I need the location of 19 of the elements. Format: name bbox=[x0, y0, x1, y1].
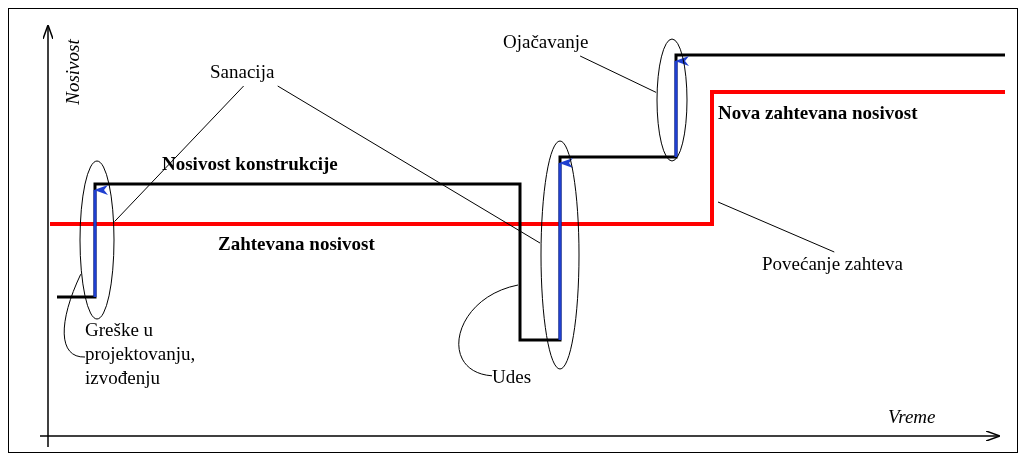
annotation-label: Povećanje zahteva bbox=[762, 252, 967, 278]
axis-or-line-label: Nova zahtevana nosivost bbox=[718, 101, 918, 125]
axis-or-line-label: Zahtevana nosivost bbox=[218, 232, 375, 256]
annotation-label: Greške u projektovanju, izvođenju bbox=[85, 318, 197, 392]
leader-line bbox=[277, 85, 541, 244]
ellipse-outline bbox=[540, 140, 580, 370]
leader-line bbox=[458, 284, 519, 377]
leader-line bbox=[717, 201, 835, 253]
ellipse-outline bbox=[656, 38, 688, 162]
leader-line bbox=[579, 55, 657, 93]
annotation-label: Udes bbox=[492, 365, 554, 391]
axis-or-line-label: Vreme bbox=[888, 405, 936, 429]
ellipse-outline bbox=[79, 160, 115, 320]
axis-or-line-label: Nosivost bbox=[60, 39, 84, 105]
leader-line bbox=[114, 85, 245, 223]
leader-line bbox=[63, 273, 86, 358]
axis-or-line-label: Nosivost konstrukcije bbox=[162, 152, 338, 176]
annotation-label: Ojačavanje bbox=[503, 30, 603, 56]
annotation-label: Sanacija bbox=[210, 60, 302, 86]
